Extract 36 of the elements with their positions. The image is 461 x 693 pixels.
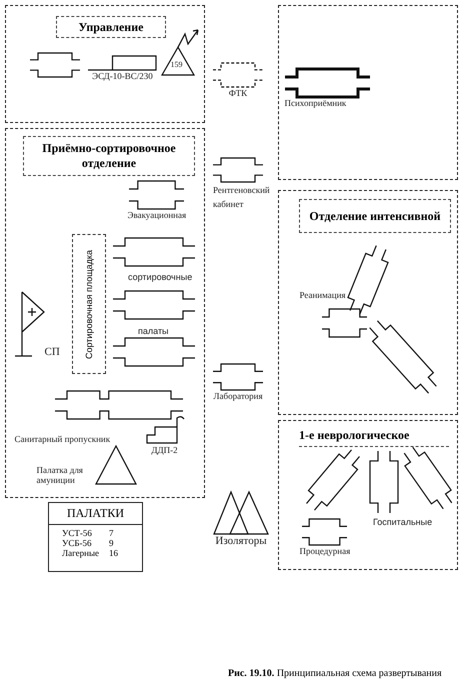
table-cell-text: УСБ-56 — [62, 538, 93, 548]
table-cell: Лагерные — [62, 548, 100, 558]
table-cell-text: УСТ-56 — [62, 528, 93, 538]
area-frame — [278, 5, 458, 180]
group-label: Госпитальные — [373, 517, 432, 527]
group-label: сортировочные — [128, 272, 192, 282]
station-number: 159 — [170, 60, 182, 68]
tent-label: Санитарный пропускник — [14, 434, 110, 444]
tent-label: ФТК — [228, 88, 248, 98]
section-heading: Отделение интенсивной — [299, 199, 451, 233]
figure-caption: Рис. 19.10. Принципиальная схема развертывания — [228, 668, 442, 679]
area-frame — [5, 128, 205, 498]
area-frame — [278, 420, 458, 570]
tent-label: ДДП-2 — [151, 444, 178, 454]
table-cell-text: 7 — [109, 528, 115, 538]
group-label: палаты — [138, 326, 169, 336]
table-cell-text: 16 — [109, 548, 120, 558]
tent-label: Процедурная — [300, 546, 350, 556]
area-frame — [278, 190, 458, 415]
tent-label: Палатка для амуниции — [36, 464, 84, 484]
tent-label: Изоляторы — [215, 535, 267, 547]
tent-label: Психоприёмник — [284, 98, 346, 108]
table-heading: ПАЛАТКИ — [49, 503, 142, 525]
tent-label: Рентгеновский кабинет — [213, 184, 271, 212]
tent-label: Лаборатория — [213, 391, 263, 401]
section-heading: Управление — [56, 16, 166, 38]
section-heading: 1-е неврологическое — [299, 425, 449, 447]
tent-label: Эвакуационная — [128, 210, 186, 220]
section-heading: Приёмно-сортировочное отделение — [23, 136, 195, 176]
sorting-area: Сортировочная площадка — [72, 234, 106, 374]
area-frame — [5, 5, 205, 123]
tent-table — [48, 502, 143, 572]
table-cell-text: 9 — [109, 538, 115, 548]
tent-label: ЭСД-10-ВС/230 — [92, 70, 153, 80]
post-label: СП — [44, 346, 60, 358]
tent-label: Реанимация — [300, 290, 346, 300]
